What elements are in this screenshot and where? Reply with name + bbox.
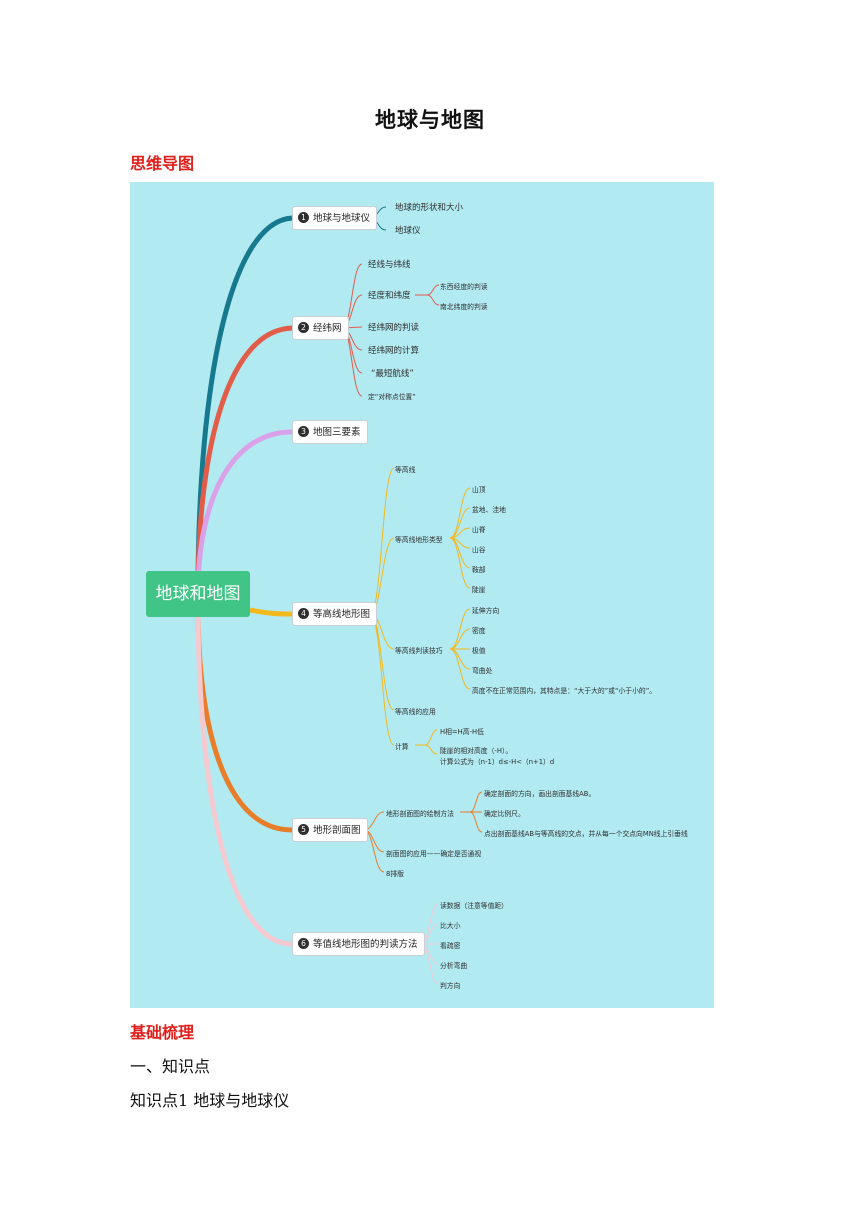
topic-map-elements: 3 地图三要素 [292, 420, 368, 444]
topic-label: 地球与地球仪 [313, 213, 371, 224]
node-height-range: 高度不在正常范围内，其特点是：“大于大的”或“小于小的”。 [472, 687, 657, 695]
node-ew-longitude: 东西经度的判读 [440, 283, 488, 291]
node-profile-drawing: 地形剖面图的绘制方法 [386, 810, 454, 818]
branch-line-3 [195, 429, 293, 595]
node-step-scale: 确定比例尺。 [484, 810, 525, 818]
mindmap-heading: 思维导图 [130, 154, 195, 173]
node-extend-direction: 延伸方向 [472, 607, 500, 615]
node-formula: 计算公式为（n-1）d≤-H<（n+1）d [440, 758, 555, 766]
node-direction: 判方向 [440, 982, 461, 990]
mind-map: 地球和地图 1 地球与地球仪 2 经纬网 3 地图三要素 4 等高线地形图 5 地形剖面图… [130, 182, 714, 1008]
topic-isoline-reading: 6 等值线地形图的判读方法 [292, 932, 425, 956]
node-globe: 地球仪 [395, 226, 421, 236]
node-density: 密度 [472, 627, 486, 635]
node-contour-skills: 等高线判读技巧 [395, 647, 443, 655]
node-contour: 等高线 [395, 466, 416, 474]
topic-contour-map: 4 等高线地形图 [292, 602, 378, 626]
node-meridian-parallel: 经线与纬线 [368, 260, 411, 270]
node-layout: 8排版 [386, 870, 404, 878]
node-step-baseline: 确定剖面的方向，画出剖面基线AB。 [484, 790, 596, 798]
number-badge: 5 [298, 824, 309, 835]
topic-label: 等值线地形图的判读方法 [313, 939, 418, 950]
node-contour-types: 等高线地形类型 [395, 536, 443, 544]
node-earth-shape: 地球的形状和大小 [395, 203, 464, 213]
node-graticule-calc: 经纬网的计算 [368, 346, 420, 356]
topic-profile-map: 5 地形剖面图 [292, 818, 368, 842]
node-step-intersections: 点出剖面基线AB与等高线的交点，并从每一个交点向MN线上引垂线 [484, 830, 688, 838]
node-cliff-height: 陡崖的相对高度（-H）。 [440, 747, 513, 755]
node-valley: 山谷 [472, 546, 486, 554]
node-relative-height: H相=H高-H低 [440, 728, 484, 736]
topic-graticule: 2 经纬网 [292, 316, 349, 340]
node-longitude-latitude: 经度和纬度 [368, 291, 411, 301]
node-basin: 盆地、洼地 [472, 506, 506, 514]
node-cliff: 陡崖 [472, 586, 486, 594]
node-profile-application: 剖面图的应用——确定是否通视 [386, 850, 482, 858]
branch-line-2 [195, 325, 293, 595]
mind-map-connectors [195, 206, 483, 985]
node-ns-latitude: 南北纬度的判读 [440, 303, 488, 311]
node-ridge: 山脊 [472, 526, 486, 534]
topic-label: 地形剖面图 [313, 825, 361, 836]
node-contour-application: 等高线的应用 [395, 708, 436, 716]
node-graticule-reading: 经纬网的判读 [368, 323, 420, 333]
branch-line-6 [195, 616, 293, 947]
node-bend: 弯曲处 [472, 667, 493, 675]
node-summit: 山顶 [472, 486, 486, 494]
node-saddle: 鞍部 [472, 566, 486, 574]
node-shortest-route: “最短航线” [371, 369, 414, 379]
topic-label: 等高线地形图 [313, 609, 371, 620]
topic-label: 地图三要素 [313, 427, 361, 438]
node-spacing: 看疏密 [440, 942, 461, 950]
branch-line-4 [249, 607, 293, 617]
node-extreme: 极值 [472, 647, 486, 655]
node-compare: 比大小 [440, 922, 461, 930]
basics-heading: 基础梳理 [130, 1023, 195, 1042]
knowledge-heading: 一、知识点 [130, 1057, 211, 1076]
topic-earth-globe: 1 地球与地球仪 [292, 206, 378, 230]
branch-line-1 [195, 215, 293, 595]
node-calculation: 计算 [395, 743, 409, 751]
knowledge-point-1: 知识点1 地球与地球仪 [130, 1091, 290, 1110]
node-symmetric-point: 定“对称点位置” [368, 393, 416, 401]
page-title: 地球与地图 [375, 107, 485, 132]
number-badge: 4 [298, 608, 309, 619]
number-badge: 2 [298, 322, 309, 333]
number-badge: 3 [298, 426, 309, 437]
number-badge: 1 [298, 212, 309, 223]
node-read-data: 读数据（注意等值距） [440, 902, 508, 910]
mind-map-root: 地球和地图 [146, 571, 250, 617]
topic-label: 经纬网 [313, 323, 342, 334]
number-badge: 6 [298, 938, 309, 949]
node-analyze-bend: 分析弯曲 [440, 962, 468, 970]
